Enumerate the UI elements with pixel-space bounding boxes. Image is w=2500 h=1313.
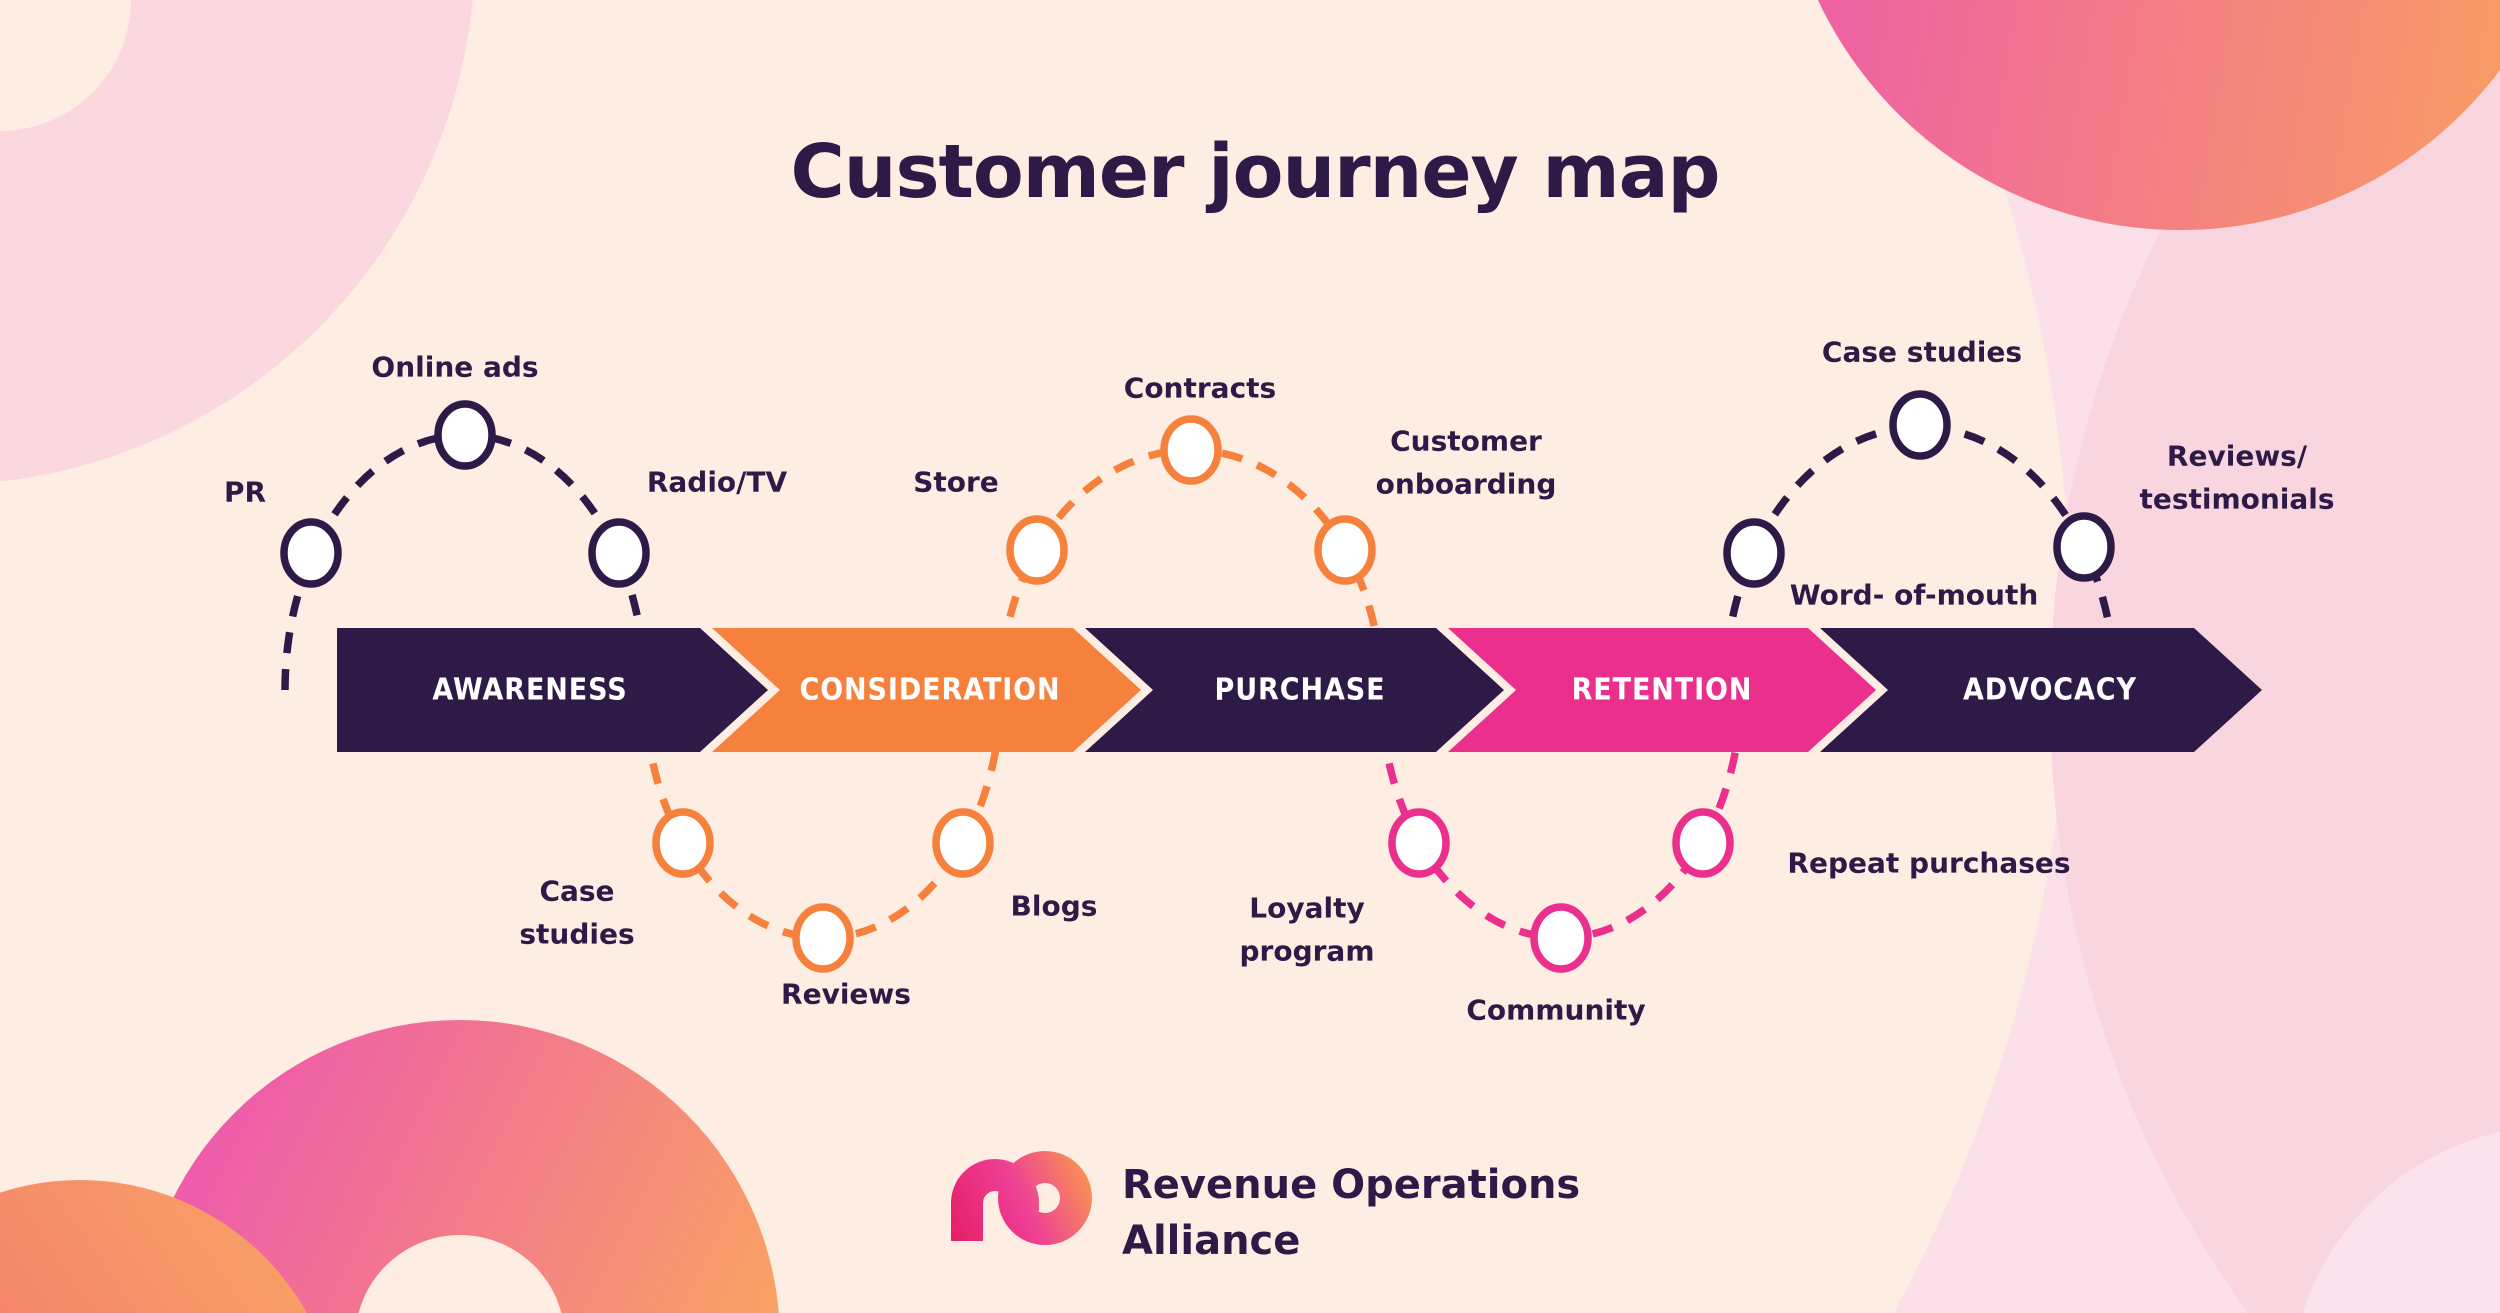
touchpoint-label-radio-tv: Radio/TV bbox=[646, 465, 788, 499]
brand-line2: Alliance bbox=[1122, 1218, 1301, 1264]
touchpoint-label-blogs: Blogs bbox=[1010, 889, 1098, 923]
touchpoint-node-community bbox=[1530, 903, 1592, 973]
touchpoint-node-radio-tv bbox=[588, 518, 650, 588]
touchpoint-label-reviews-testimonials: Reviews/testimonials bbox=[2139, 439, 2335, 516]
touchpoint-node-reviews-testimonials bbox=[2053, 512, 2115, 582]
touchpoint-label-word-of-mouth: Word- of-mouth bbox=[1789, 578, 2039, 612]
touchpoint-node-contracts bbox=[1160, 415, 1222, 485]
bg-topright-gradient-circle bbox=[1818, 0, 2500, 230]
stage-label-retention: RETENTION bbox=[1571, 672, 1753, 708]
touchpoint-label-reviews: Reviews bbox=[781, 977, 911, 1011]
touchpoint-node-blogs bbox=[932, 808, 994, 878]
touchpoint-node-word-of-mouth bbox=[1723, 518, 1785, 588]
touchpoint-node-store bbox=[1006, 515, 1068, 585]
bg-right-pink-circle bbox=[2050, 0, 2500, 1313]
stage-arrow-awareness bbox=[337, 628, 768, 752]
brand-wordmark: Revenue Operations Alliance bbox=[1122, 1157, 1580, 1269]
touchpoint-label-pr: PR bbox=[223, 475, 267, 509]
touchpoint-node-customer-onboarding bbox=[1314, 515, 1376, 585]
brand-line1: Revenue Operations bbox=[1122, 1162, 1581, 1208]
stage-label-awareness: AWARENESS bbox=[432, 672, 628, 708]
brand-logo-icon bbox=[951, 1151, 1092, 1245]
stage-label-consideration: CONSIDERATION bbox=[799, 672, 1061, 708]
stage-arrow-retention bbox=[1448, 628, 1876, 752]
stage-arrow-purchase bbox=[1085, 628, 1504, 752]
touchpoint-label-contracts: Contracts bbox=[1123, 371, 1277, 405]
touchpoint-node-reviews bbox=[792, 903, 854, 973]
touchpoint-label-repeat-purchases: Repeat purchases bbox=[1787, 846, 2071, 880]
bg-donut-hole bbox=[358, 1235, 562, 1313]
stage-arrow-consideration bbox=[712, 628, 1141, 752]
touchpoint-node-pr bbox=[280, 518, 342, 588]
stage-label-purchase: PURCHASE bbox=[1214, 672, 1386, 708]
touchpoint-node-case-studies bbox=[652, 808, 714, 878]
touchpoint-label-community: Community bbox=[1466, 993, 1646, 1027]
bg-topleft-pink-circle bbox=[0, 0, 473, 482]
touchpoint-node-repeat-purchases bbox=[1672, 808, 1734, 878]
touchpoint-node-loyalty-program bbox=[1388, 808, 1450, 878]
bg-orange-blob bbox=[0, 1180, 307, 1313]
touchpoint-label-store: Store bbox=[913, 465, 999, 499]
touchpoint-node-case-studies-advocacy bbox=[1889, 390, 1951, 460]
stage-arrow-advocacy bbox=[1820, 628, 2262, 752]
stage-label-advocacy: ADVOCACY bbox=[1963, 672, 2137, 708]
page-title: Customer journey map bbox=[790, 129, 1720, 215]
bg-bottomright-circle bbox=[2302, 1131, 2500, 1313]
bg-donut-ring bbox=[141, 1020, 779, 1313]
touchpoint-label-case-studies-advocacy: Case studies bbox=[1821, 335, 2023, 369]
bg-topleft-cream-circle bbox=[0, 0, 131, 131]
touchpoint-label-online-ads: Online ads bbox=[371, 350, 539, 384]
touchpoint-node-online-ads bbox=[434, 400, 496, 470]
